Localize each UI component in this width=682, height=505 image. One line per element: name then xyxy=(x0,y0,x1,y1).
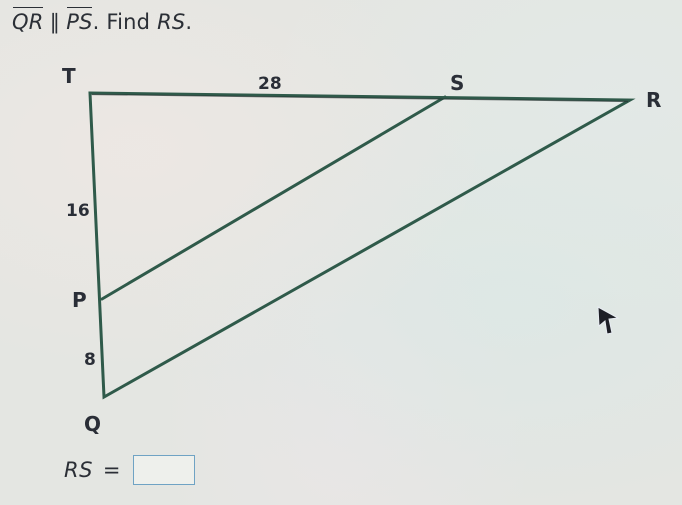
target-segment: RS xyxy=(157,10,186,34)
segment-ps-line xyxy=(100,95,447,301)
answer-label: RS xyxy=(64,458,93,482)
triangle-tqr xyxy=(88,91,636,400)
instruction-suffix: . xyxy=(185,10,193,34)
answer-row: RS = xyxy=(64,455,195,485)
segment-ps: PS xyxy=(66,7,93,34)
segment-qr: QR xyxy=(12,7,44,34)
instruction-prefix: . Find xyxy=(92,10,158,34)
measure-tp: 16 xyxy=(66,201,90,221)
mouse-pointer-icon xyxy=(597,306,620,335)
equals-sign: = xyxy=(102,458,121,482)
vertex-label-q: Q xyxy=(84,412,102,436)
vertex-label-r: R xyxy=(646,88,662,112)
rs-answer-input[interactable] xyxy=(132,455,195,485)
parallel-symbol: ∥ xyxy=(49,10,61,34)
vertex-label-s: S xyxy=(450,71,465,95)
vertex-label-p: P xyxy=(72,288,87,312)
vertex-label-t: T xyxy=(62,64,76,88)
problem-statement: QR∥PS. Find RS. xyxy=(12,7,193,36)
measure-pq: 8 xyxy=(84,350,96,370)
measure-ts: 28 xyxy=(258,74,282,94)
